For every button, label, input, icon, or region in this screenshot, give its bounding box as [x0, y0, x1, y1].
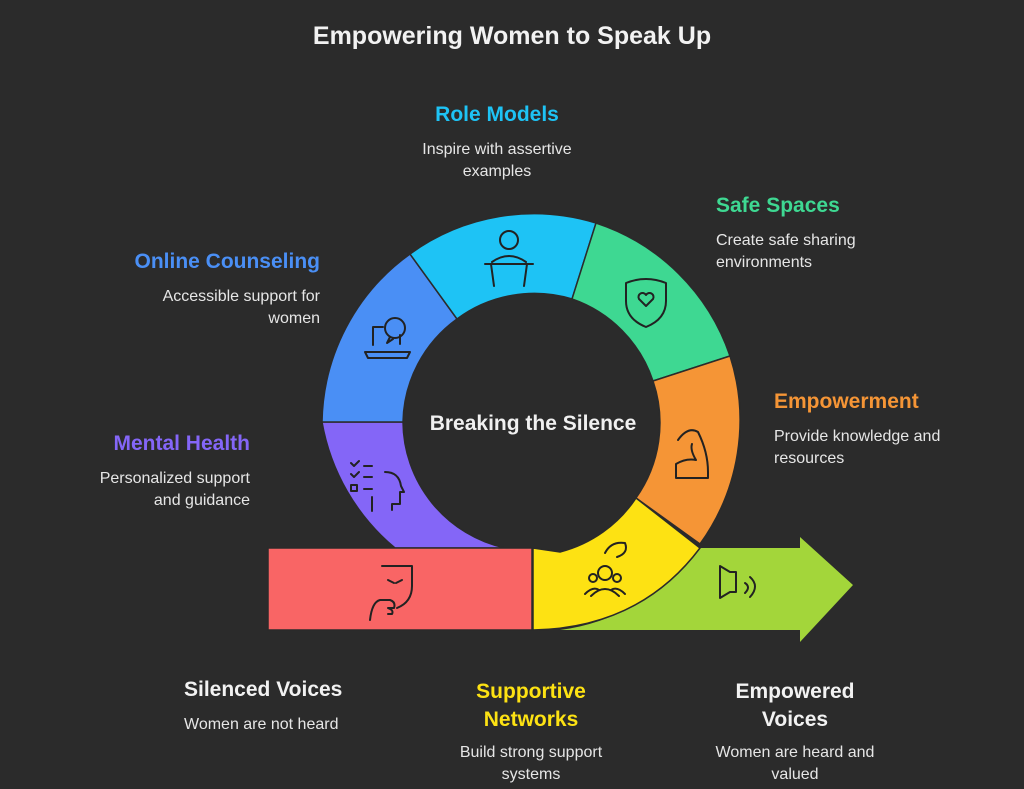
label-role-models: Role Models Inspire with assertive examp… — [422, 103, 572, 180]
speaker-podium-icon — [484, 230, 534, 287]
label-empowerment: Empowerment Provide knowledge and resour… — [774, 390, 941, 467]
segment-empowerment — [634, 355, 741, 546]
center-label: Breaking the Silence — [429, 412, 637, 435]
shield-heart-icon — [625, 278, 667, 328]
diagram-title: Empowering Women to Speak Up — [312, 22, 712, 50]
group-hand-icon — [584, 541, 627, 597]
label-silenced-voices: Silenced Voices Women are not heard — [184, 678, 343, 733]
label-mental-health: Mental Health Personalized support and g… — [99, 432, 250, 509]
mask-icon — [369, 565, 413, 621]
laptop-chat-icon — [364, 317, 411, 359]
bar-silenced-voices — [267, 547, 533, 631]
label-supportive-networks: Supportive Networks Build strong support… — [459, 680, 603, 783]
head-checklist-icon — [350, 460, 405, 512]
label-safe-spaces: Safe Spaces Create safe sharing environm… — [716, 194, 856, 271]
speaker-icon — [719, 565, 756, 599]
segment-supportive-networks — [532, 496, 702, 631]
label-online-counseling: Online Counseling Accessible support for… — [134, 250, 320, 327]
arrow-empowered-voices — [560, 537, 853, 642]
label-empowered-voices: Empowered Voices Women are heard and val… — [715, 680, 875, 783]
segment-mental-health — [321, 421, 506, 549]
flexed-arm-icon — [675, 429, 709, 479]
